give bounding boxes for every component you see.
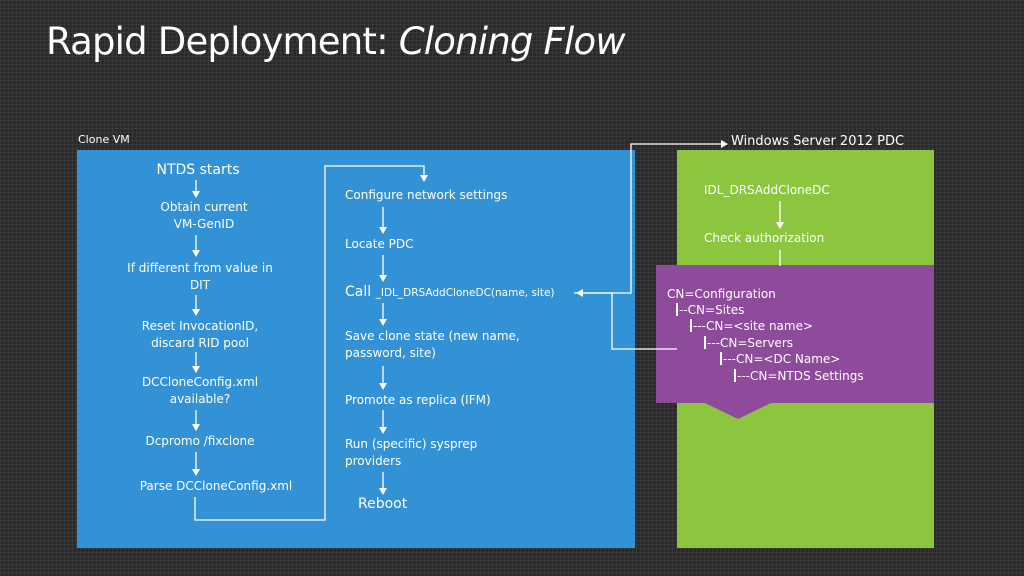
tree-text-servers: ---CN=Servers	[707, 336, 794, 350]
tree-text-sites: --CN=Sites	[679, 303, 745, 317]
step-obtain-genid: Obtain current VM-GenID	[160, 200, 248, 231]
tree-line-site-name: ---CN=<site name>	[690, 318, 813, 335]
title-main: Rapid Deployment:	[46, 20, 399, 63]
callout-pointer	[705, 403, 771, 419]
step-parse-config: Parse DCCloneConfig.xml	[139, 479, 293, 493]
step-configure-network: Configure network settings	[345, 188, 508, 202]
call-function: _IDL_DRSAddCloneDC(name, site)	[375, 287, 555, 299]
clone-vm-panel	[77, 150, 635, 548]
tree-line-dc-name: ---CN=<DC Name>	[720, 351, 840, 368]
call-prefix: Call	[345, 284, 376, 300]
config-tree-callout	[656, 265, 934, 403]
step-save-state: Save clone state (new name, password, si…	[345, 329, 520, 360]
tree-text-site-name: ---CN=<site name>	[693, 319, 814, 333]
server-label: Windows Server 2012 PDC	[731, 134, 905, 149]
step-run-sysprep: Run (specific) sysprep providers	[345, 437, 478, 468]
tree-line-ntds-settings: ---CN=NTDS Settings	[734, 368, 864, 385]
tree-text-ntds-settings: ---CN=NTDS Settings	[737, 369, 864, 383]
clone-vm-label: Clone VM	[78, 133, 130, 146]
step-locate-pdc: Locate PDC	[345, 237, 414, 251]
page-title: Rapid Deployment: Cloning Flow	[46, 18, 626, 66]
step-ntds-starts: NTDS starts	[156, 162, 240, 178]
tree-line-sites: --CN=Sites	[676, 302, 744, 319]
step-idl-addclonedc: IDL_DRSAddCloneDC	[704, 183, 830, 197]
step-if-different: If different from value in DIT	[127, 261, 273, 292]
tree-text-dc-name: ---CN=<DC Name>	[723, 352, 841, 366]
connector-pdc-return	[576, 289, 677, 350]
connector-parse-to-configure	[194, 165, 428, 521]
connector-call-to-pdc	[612, 140, 728, 294]
step-promote-replica: Promote as replica (IFM)	[345, 393, 491, 407]
tree-line-configuration: CN=Configuration	[667, 287, 776, 301]
step-check-authorization: Check authorization	[704, 231, 825, 245]
step-dcclone-available: DCCloneConfig.xml available?	[141, 375, 259, 406]
title-italic: Cloning Flow	[398, 20, 626, 63]
step-reboot: Reboot	[358, 496, 408, 512]
tree-line-servers: ---CN=Servers	[704, 335, 793, 352]
step-call-clone: Call _IDL_DRSAddCloneDC(name, site)	[345, 284, 555, 302]
step-reset-invocation: Reset InvocationID, discard RID pool	[141, 319, 259, 350]
step-dcpromo-fixclone: Dcpromo /fixclone	[145, 434, 255, 448]
